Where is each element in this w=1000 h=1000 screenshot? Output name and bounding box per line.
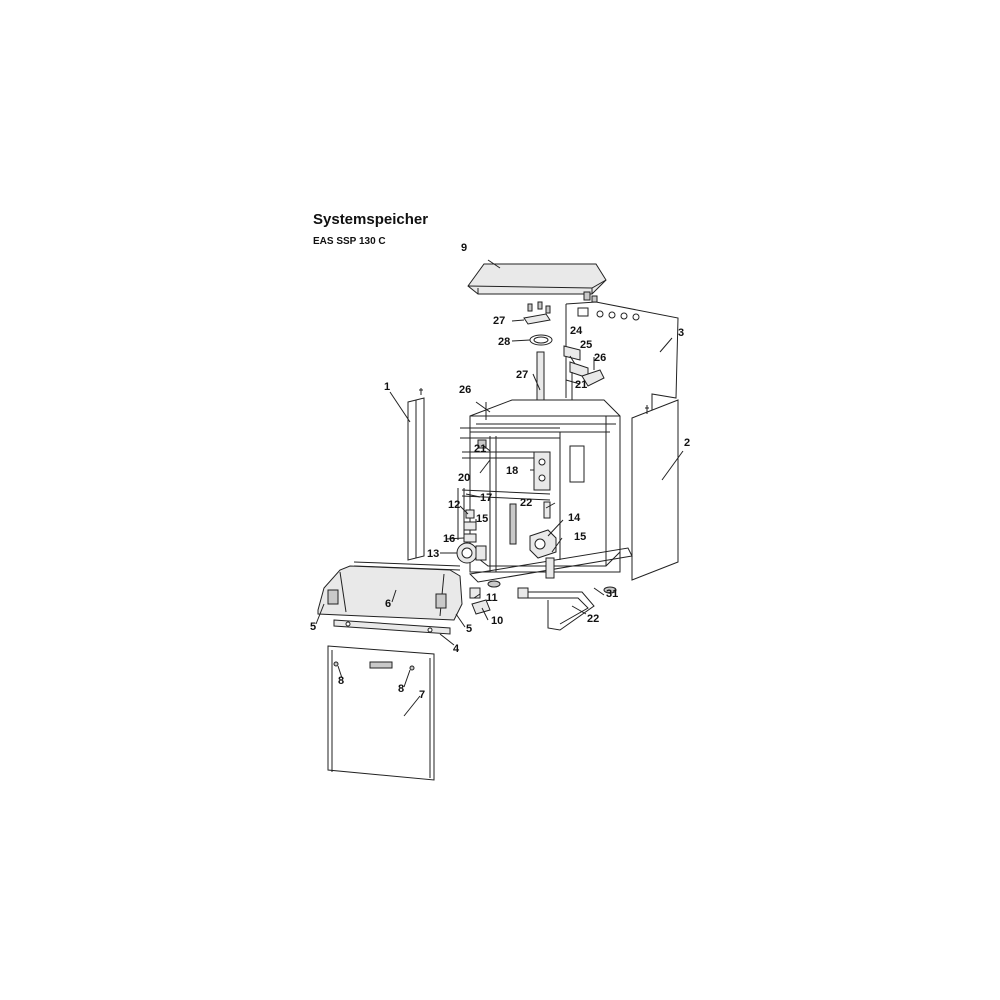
adjustable-foot-part — [487, 580, 617, 594]
model-designation: EAS SSP 130 C — [313, 236, 386, 247]
valve-assembly-part — [563, 345, 605, 410]
heating-element-part — [533, 451, 551, 491]
callout-21-lower: 21 — [474, 443, 486, 455]
back-panel-part — [565, 291, 679, 410]
callout-18: 18 — [506, 465, 518, 477]
callout-24: 26 — [459, 384, 471, 396]
callout-14: 14 — [568, 512, 581, 524]
top-cover-part — [467, 263, 607, 295]
callout-5-left: 5 — [310, 621, 316, 633]
diagram-header: Systemspeicher EAS SSP 130 C — [313, 210, 428, 249]
front-door-part — [327, 645, 435, 781]
callout-26: 25 — [580, 339, 592, 351]
mixing-valve-part — [529, 529, 557, 579]
callout-31: 31 — [606, 588, 618, 600]
callout-23: 22 — [587, 613, 599, 625]
left-side-panel-part — [407, 388, 425, 561]
callout-17: 17 — [480, 492, 492, 504]
callout-30: 28 — [498, 336, 510, 348]
callout-15-right: 15 — [574, 531, 586, 543]
callout-1: 1 — [384, 381, 390, 393]
callout-5-right: 5 — [466, 623, 472, 635]
leader-lines — [315, 259, 684, 717]
callout-28: 27 — [516, 369, 528, 381]
callout-6: 6 — [385, 598, 391, 610]
callout-4: 4 — [453, 643, 460, 655]
pipe-bundle-part — [517, 587, 595, 631]
callout-21-upper: 21 — [575, 379, 587, 391]
callout-8-left: 8 — [338, 675, 344, 687]
callout-27: 26 — [594, 352, 606, 364]
callout-13: 13 — [427, 548, 439, 560]
callout-20: 20 — [458, 472, 470, 484]
pipe-fitting-part — [543, 501, 551, 519]
callout-22: 22 — [520, 497, 532, 509]
callout-8-right: 8 — [398, 683, 404, 695]
callout-25: 24 — [570, 325, 583, 337]
callout-29: 27 — [493, 315, 505, 327]
diagram-title: Systemspeicher — [313, 211, 429, 228]
callout-3: 3 — [678, 327, 684, 339]
callout-16: 16 — [443, 533, 455, 545]
circulation-pump-part — [456, 542, 487, 564]
pipe-set-part — [457, 439, 551, 540]
callout-11: 11 — [486, 592, 498, 604]
fitting-stack-part — [463, 509, 477, 543]
gasket-ring-part — [529, 334, 553, 346]
callout-7: 7 — [419, 689, 425, 701]
callout-10: 10 — [491, 615, 503, 627]
callout-9: 9 — [461, 242, 467, 254]
callout-15-left: 15 — [476, 513, 488, 525]
mounting-rail-part — [333, 619, 451, 635]
callout-labels: 9 27 28 24 25 26 27 21 3 1 26 2 21 18 20… — [310, 242, 690, 701]
callout-2: 2 — [684, 437, 690, 449]
right-side-panel-part — [631, 399, 679, 581]
callout-12: 12 — [448, 499, 460, 511]
drain-valve-part — [469, 587, 491, 615]
small-plate-part — [523, 301, 551, 325]
control-panel-part — [317, 561, 463, 621]
